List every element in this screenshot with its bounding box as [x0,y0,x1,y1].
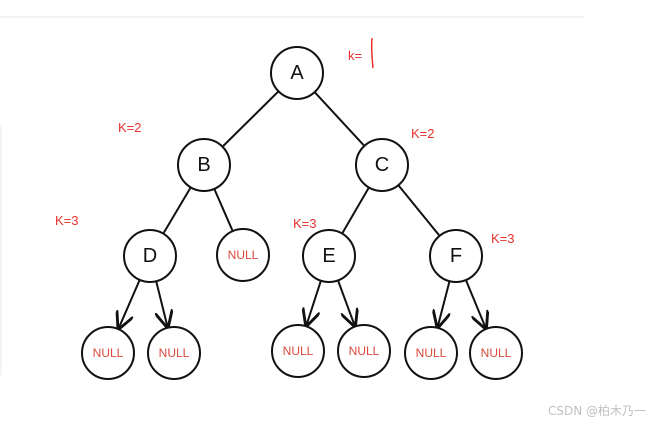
annotation-k1-handwritten-one [370,37,374,69]
edge-b-n1 [213,188,234,231]
annotation-k2-right: K=2 [411,126,435,141]
tree-node-circle [355,138,409,192]
edge-f-n7 [464,279,486,328]
tree-node-e: E [302,229,356,283]
null-node-circle [271,324,325,378]
null-node-2: NULL [81,326,135,380]
null-node-1: NULL [216,228,270,282]
edge-b-d [162,186,192,234]
tree-node-circle [123,229,177,283]
tree-node-label: A [290,62,304,84]
null-node-4: NULL [271,324,325,378]
nodes-layer: A B C D NULL E F NULL NULL NULL NULL NULL NULL [81,46,523,380]
null-node-label: NULL [481,346,512,360]
level-annotations: k= K=2 K=2 K=3 K=3 K=3 [55,37,515,246]
tree-node-circle [302,229,356,283]
null-node-circle [469,326,523,380]
annotation-k2-left: K=2 [118,120,142,135]
null-node-circle [81,326,135,380]
null-node-3: NULL [147,326,201,380]
tree-node-b: B [177,138,231,192]
tree-node-c: C [355,138,409,192]
null-node-7: NULL [469,326,523,380]
tree-node-label: B [197,154,210,176]
annotation-k3-right: K=3 [491,231,515,246]
tree-node-d: D [123,229,177,283]
annotation-k3-left: K=3 [55,213,79,228]
null-node-label: NULL [349,344,380,358]
null-node-label: NULL [228,248,259,262]
tree-node-label: C [375,154,389,176]
tree-node-circle [177,138,231,192]
edge-a-c [313,91,365,146]
tree-node-label: D [143,245,157,267]
tree-node-f: F [429,229,483,283]
edge-d-n2 [119,279,141,328]
null-node-6: NULL [404,326,458,380]
edge-e-n4 [306,280,322,326]
edge-c-f [397,184,440,236]
annotation-k1: k= [348,48,362,63]
tree-node-circle [429,229,483,283]
watermark: CSDN @柏木乃一 [547,404,646,418]
null-node-label: NULL [159,346,190,360]
edge-e-n5 [337,280,355,325]
null-node-circle [147,326,201,380]
null-node-label: NULL [416,346,447,360]
annotation-k3-mid: K=3 [293,216,317,231]
null-node-5: NULL [337,324,391,378]
edge-a-b [222,90,280,147]
edges-layer [119,90,486,328]
null-node-circle [337,324,391,378]
edge-f-n6 [438,280,451,327]
null-node-circle [404,326,458,380]
tree-node-circle [270,46,324,100]
edge-d-n3 [156,280,167,327]
null-node-circle [216,228,270,282]
tree-node-a: A [270,46,324,100]
tree-node-label: F [450,245,462,267]
null-node-label: NULL [93,346,124,360]
tree-node-label: E [322,245,335,267]
edge-c-e [341,186,370,234]
null-node-label: NULL [283,344,314,358]
